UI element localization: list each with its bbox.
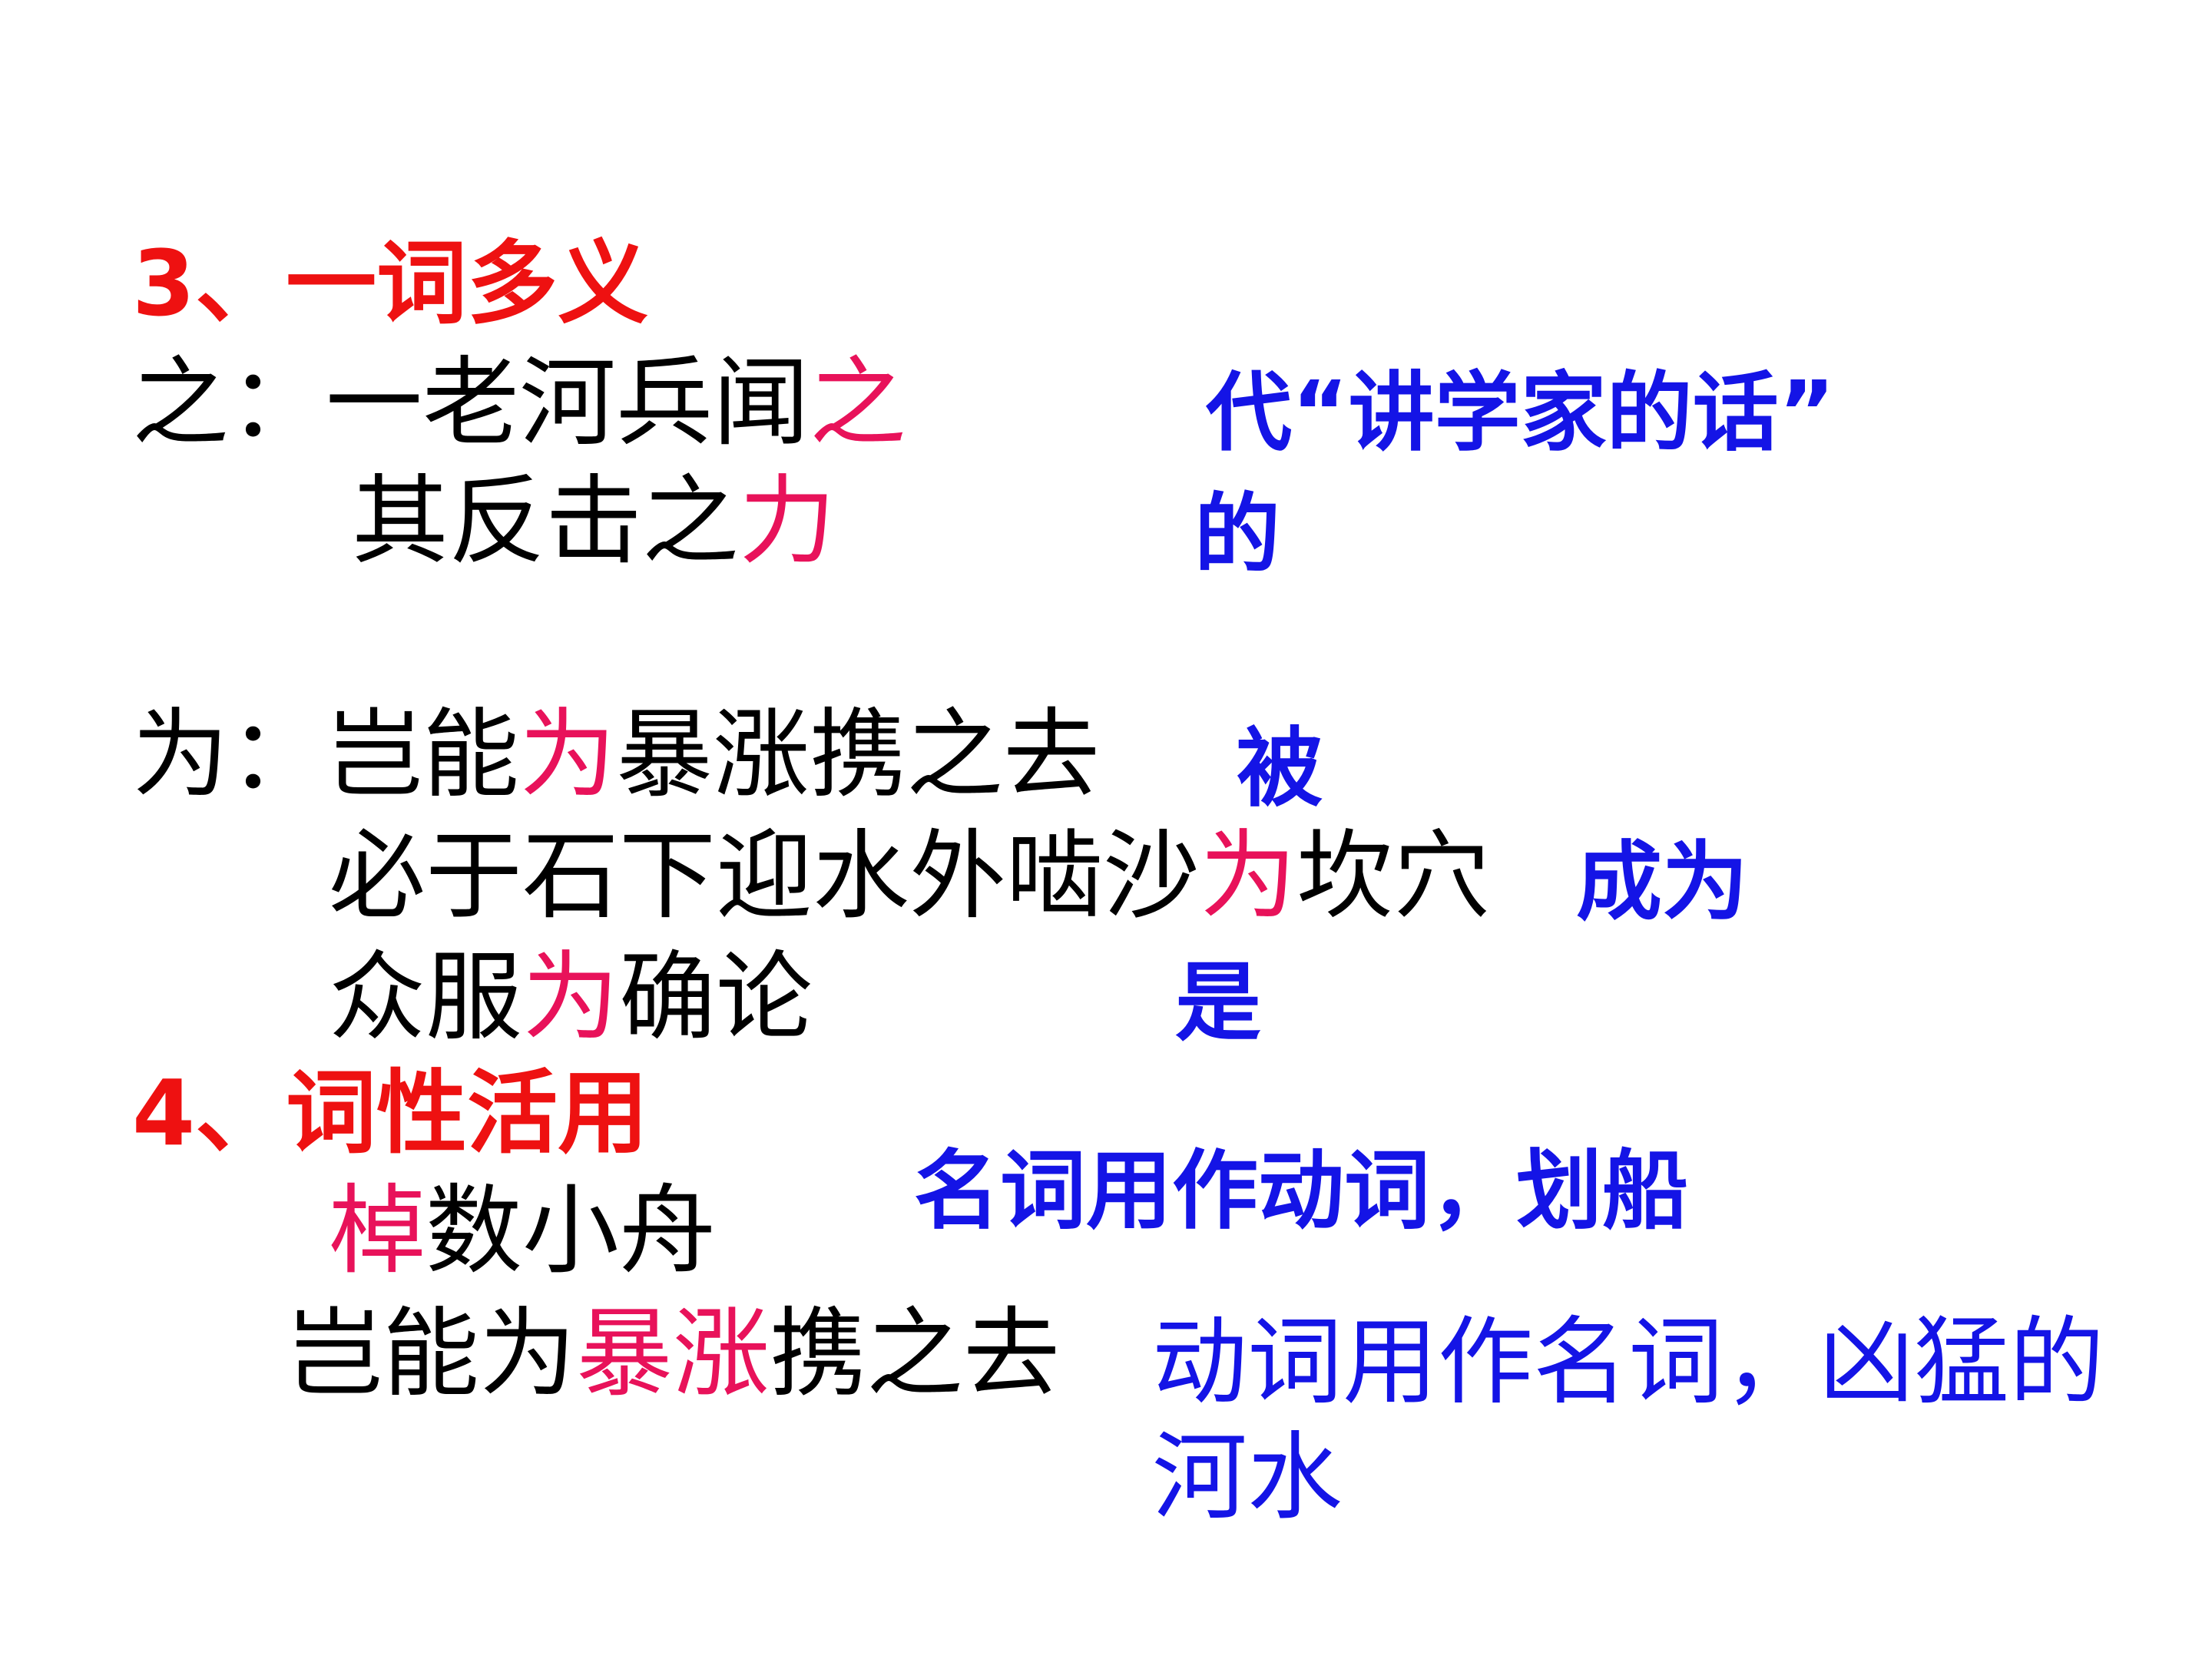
wei-example-2-highlight: 为 bbox=[1200, 820, 1296, 932]
usage-answer-1: 名词用作动词，划船 bbox=[914, 1141, 1688, 1241]
wei-example-1-suffix: 暴涨携之去 bbox=[616, 698, 1100, 811]
zhi-example-2-text: 其反击之 bbox=[352, 465, 739, 578]
wei-example-1: 为：岂能为暴涨携之去 bbox=[132, 707, 1100, 803]
wei-answer-3: 是 bbox=[1175, 953, 1261, 1053]
zhi-answer-1: 代“讲学家的话” bbox=[1206, 363, 1836, 463]
usage-example-2-suffix: 携之去 bbox=[770, 1297, 1060, 1410]
zhi-answer-2: 的 bbox=[1194, 485, 1280, 584]
wei-example-3-highlight: 为 bbox=[522, 941, 619, 1054]
wei-answer-1: 被 bbox=[1237, 719, 1323, 819]
zhi-example-1-text: 之：一老河兵闻 bbox=[132, 346, 810, 459]
wei-example-3: 众服为确论 bbox=[329, 949, 813, 1046]
zhi-example-1: 之：一老河兵闻之 bbox=[132, 355, 906, 452]
section-4-heading: 4、词性活用 bbox=[132, 1060, 649, 1166]
wei-example-2-text: 必于石下迎水外啮沙 bbox=[329, 820, 1200, 932]
zhi-example-1-highlight: 之 bbox=[810, 346, 906, 459]
wei-example-3-text: 众服 bbox=[329, 941, 522, 1054]
usage-example-1: 棹数小舟 bbox=[329, 1183, 716, 1280]
usage-example-1-highlight: 棹 bbox=[329, 1174, 426, 1287]
usage-answer-2-line1: 动词用作名词，凶猛的 bbox=[1152, 1307, 2105, 1418]
wei-example-3-suffix: 确论 bbox=[619, 941, 813, 1054]
wei-example-1-text: 为：岂能 bbox=[132, 698, 519, 811]
section-3-heading: 3、一词多义 bbox=[132, 230, 649, 336]
usage-example-2-highlight: 暴涨 bbox=[576, 1297, 770, 1410]
wei-example-2: 必于石下迎水外啮沙为坎穴 bbox=[329, 828, 1490, 925]
wei-example-2-suffix: 坎穴 bbox=[1296, 820, 1490, 932]
zhi-example-2-highlight: 力 bbox=[739, 465, 836, 578]
usage-example-1-suffix: 数小舟 bbox=[426, 1174, 716, 1287]
usage-example-2: 岂能为暴涨携之去 bbox=[286, 1306, 1060, 1402]
zhi-example-2: 其反击之力 bbox=[352, 473, 836, 570]
wei-example-1-highlight: 为 bbox=[519, 698, 616, 811]
wei-answer-2: 成为 bbox=[1576, 833, 1748, 932]
usage-example-2-text: 岂能为 bbox=[286, 1297, 576, 1410]
usage-answer-2-line2: 河水 bbox=[1152, 1422, 1343, 1533]
